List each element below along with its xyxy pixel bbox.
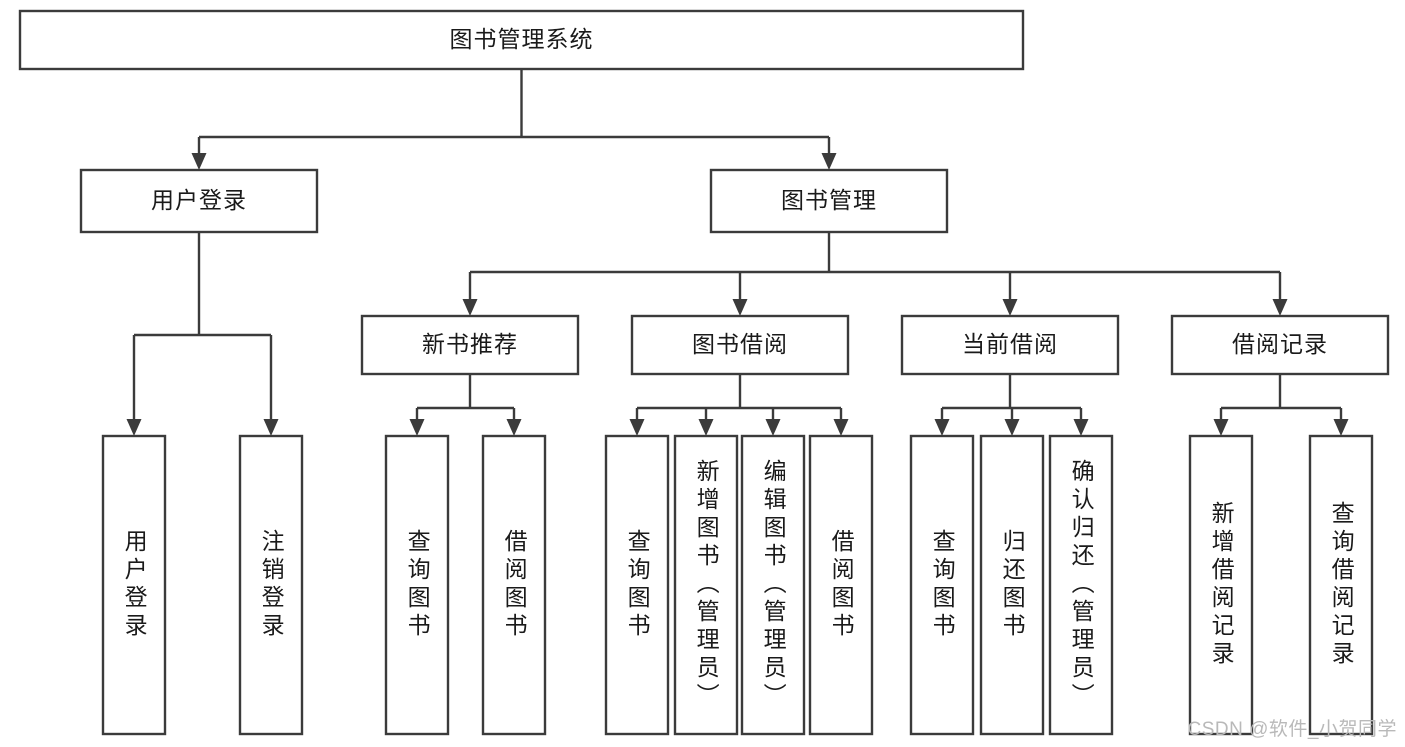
arrow-head-book-borrow — [732, 299, 748, 316]
node-box-leaf-return-book[interactable] — [979, 434, 1045, 736]
arrow-head-leaf-edit-book — [765, 419, 781, 436]
node-box-root[interactable] — [18, 9, 1025, 71]
arrow-head-book-manage — [821, 153, 837, 170]
arrow-head-leaf-confirm-ret — [1073, 419, 1089, 436]
node-box-borrow-record[interactable] — [1170, 314, 1390, 376]
node-box-leaf-add-book[interactable] — [673, 434, 739, 736]
arrow-head-current-borrow — [1002, 299, 1018, 316]
arrow-head-leaf-add-record — [1213, 419, 1229, 436]
box-layer — [18, 9, 1390, 736]
arrow-head-leaf-user-logout — [263, 419, 279, 436]
arrow-head-leaf-user-login — [126, 419, 142, 436]
arrow-head-leaf-query-record — [1333, 419, 1349, 436]
node-box-current-borrow[interactable] — [900, 314, 1120, 376]
connector-layer — [126, 69, 1349, 436]
arrow-head-leaf-borrow-book-1 — [506, 419, 522, 436]
watermark-text: CSDN @软件_小贺同学 — [1187, 719, 1397, 740]
node-box-leaf-borrow-book-2[interactable] — [808, 434, 874, 736]
node-box-user-login[interactable] — [79, 168, 319, 234]
node-box-book-manage[interactable] — [709, 168, 949, 234]
node-box-leaf-confirm-ret[interactable] — [1048, 434, 1114, 736]
arrow-head-leaf-query-book-1 — [409, 419, 425, 436]
arrow-head-leaf-borrow-book-2 — [833, 419, 849, 436]
arrow-head-leaf-query-book-3 — [934, 419, 950, 436]
arrow-head-new-book-rec — [462, 299, 478, 316]
node-box-new-book-rec[interactable] — [360, 314, 580, 376]
node-box-leaf-edit-book[interactable] — [740, 434, 806, 736]
arrow-head-borrow-record — [1272, 299, 1288, 316]
node-box-leaf-user-login[interactable] — [101, 434, 167, 736]
arrow-head-leaf-add-book — [698, 419, 714, 436]
node-box-leaf-query-book-3[interactable] — [909, 434, 975, 736]
node-box-leaf-borrow-book-1[interactable] — [481, 434, 547, 736]
arrow-head-leaf-return-book — [1004, 419, 1020, 436]
node-box-leaf-query-book-1[interactable] — [384, 434, 450, 736]
node-box-leaf-add-record[interactable] — [1188, 434, 1254, 736]
arrow-head-leaf-query-book-2 — [629, 419, 645, 436]
arrow-head-user-login — [191, 153, 207, 170]
node-box-leaf-user-logout[interactable] — [238, 434, 304, 736]
node-box-book-borrow[interactable] — [630, 314, 850, 376]
node-box-leaf-query-record[interactable] — [1308, 434, 1374, 736]
node-box-leaf-query-book-2[interactable] — [604, 434, 670, 736]
